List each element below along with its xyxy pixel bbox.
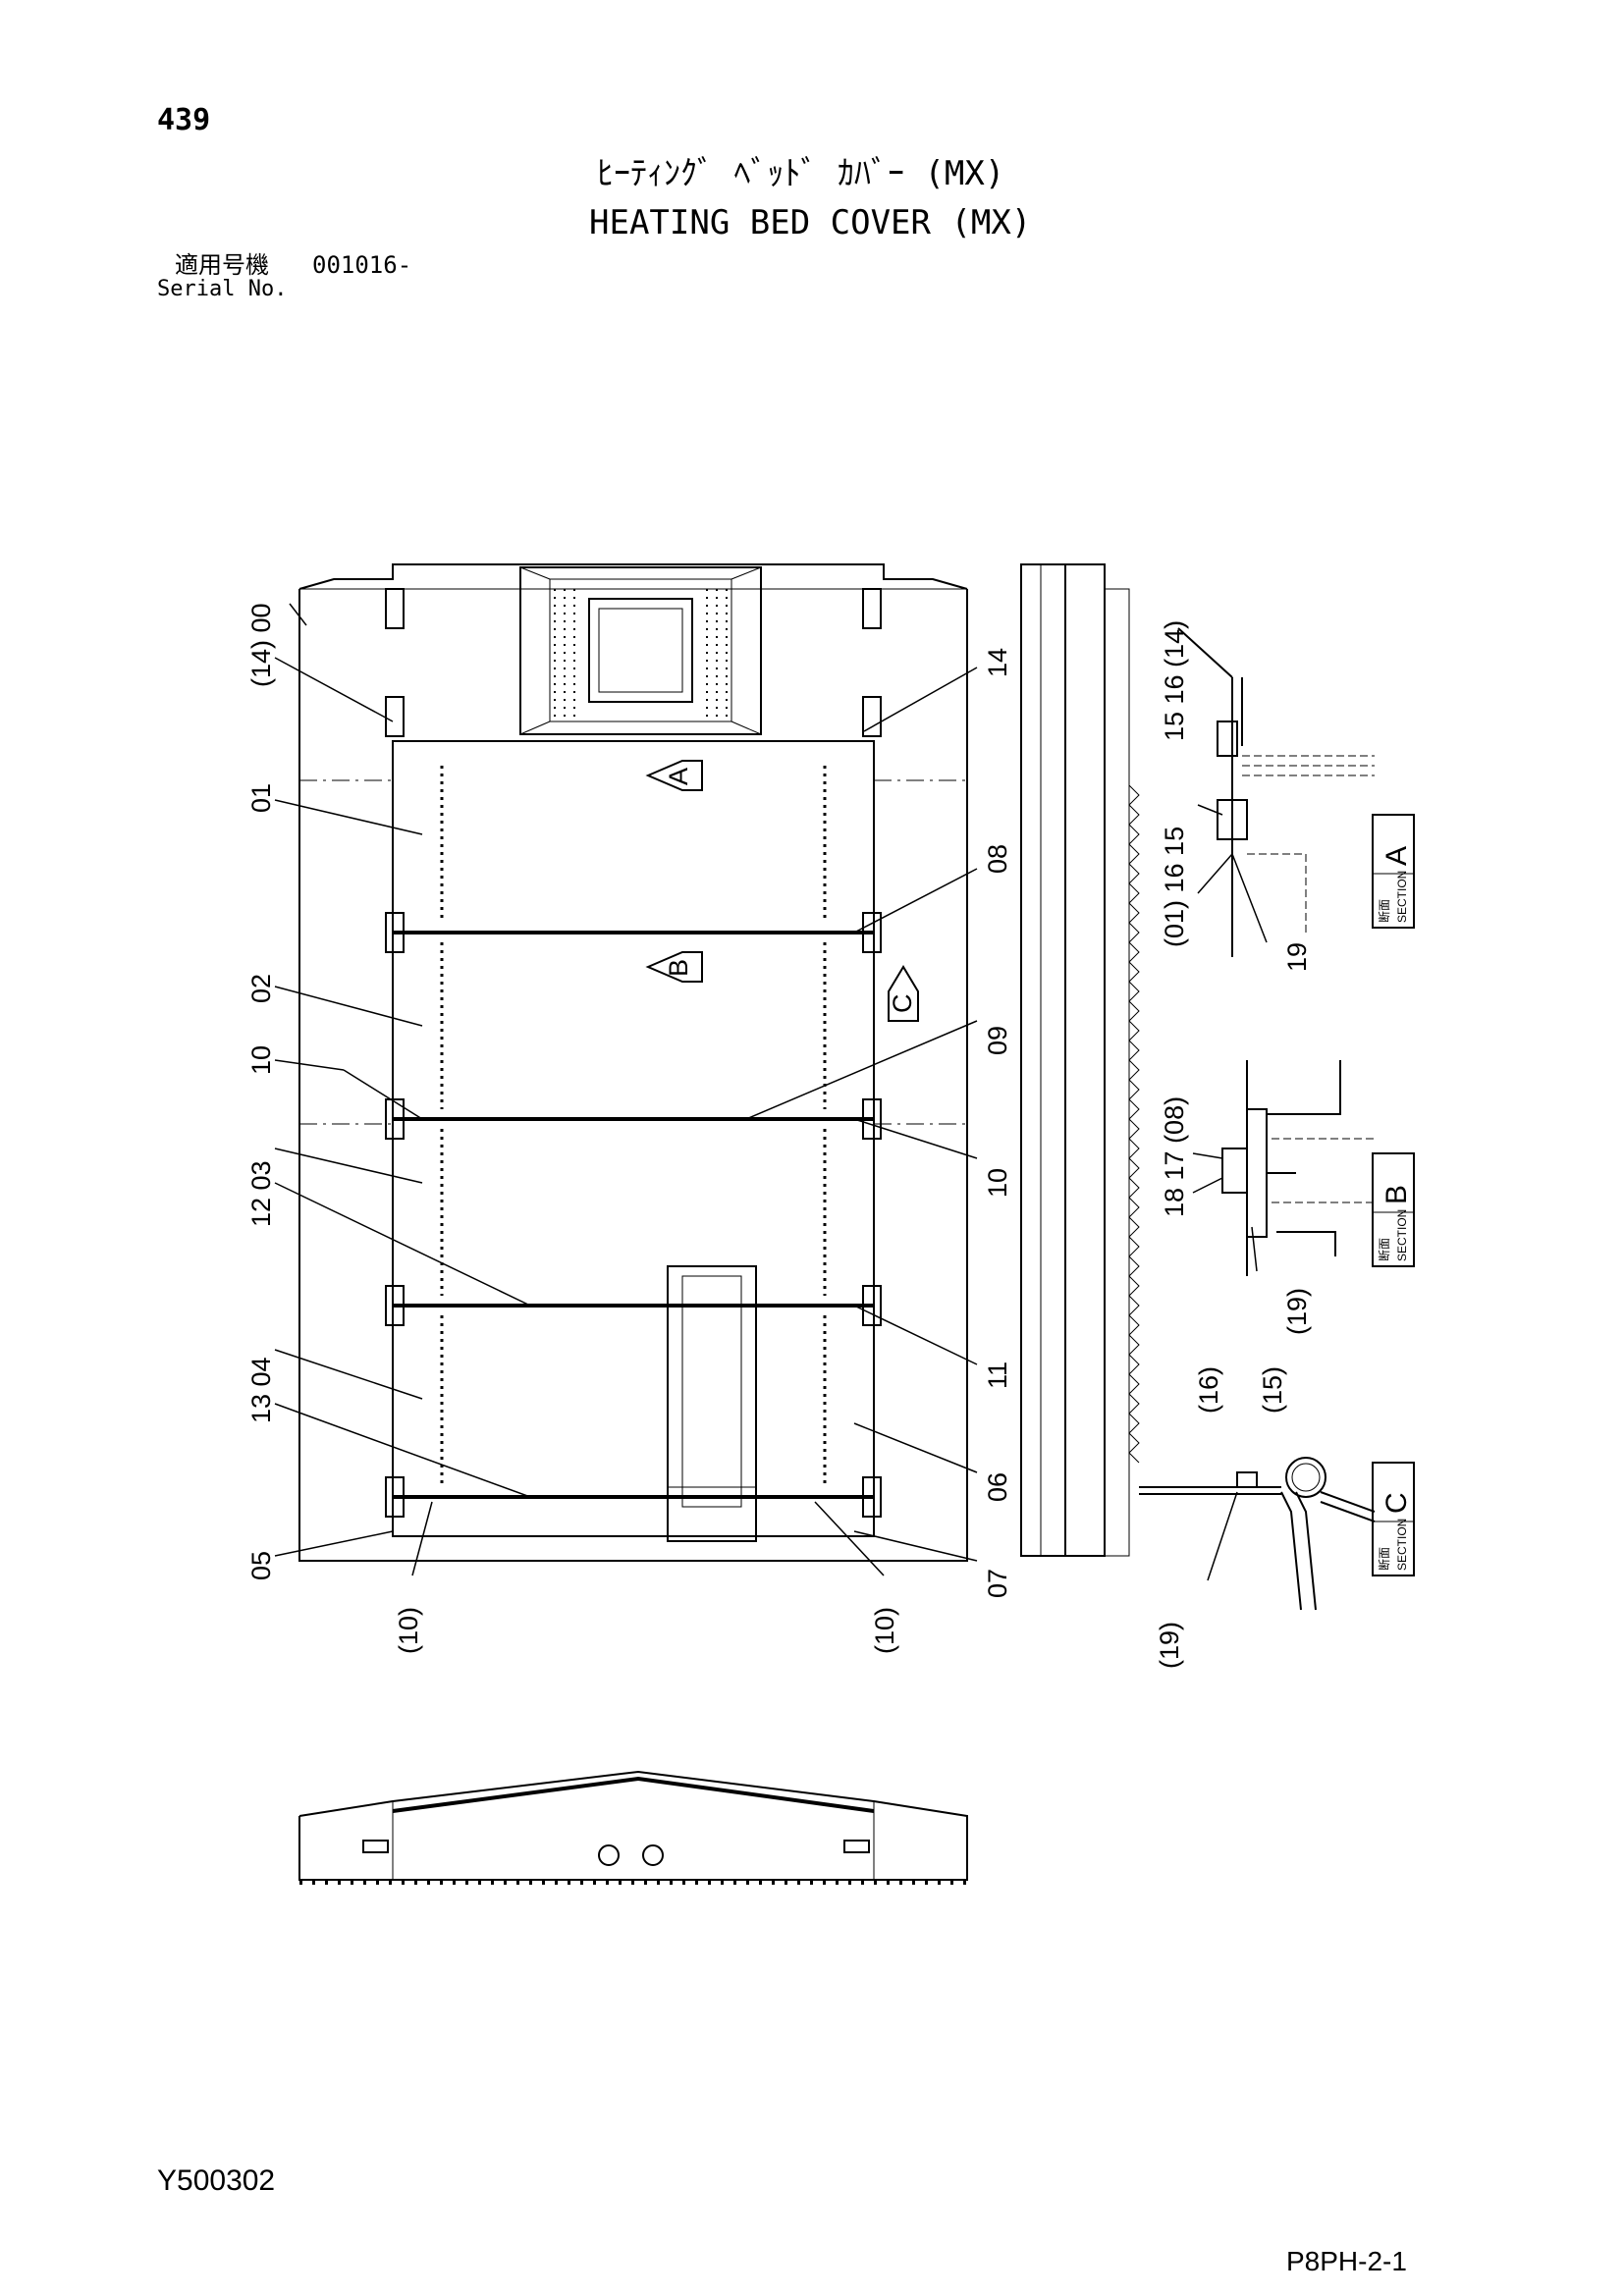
section-c-label-19: (19) <box>1155 1622 1184 1669</box>
title-japanese: ﾋｰﾃｨﾝｸﾞ ﾍﾞｯﾄﾞ ｶﾊﾞｰ (MX) <box>597 154 1005 193</box>
section-c-label-15: (15) <box>1258 1366 1287 1414</box>
callout-08: 08 <box>983 844 1012 874</box>
section-c-detail <box>1139 1457 1376 1611</box>
section-b-detail <box>1221 1060 1375 1276</box>
callout-labels: (14) 00 01 02 10 12 03 13 04 05 (10) (10… <box>246 603 1413 1669</box>
callout-07: 07 <box>983 1569 1012 1598</box>
view-arrow-b: B <box>664 959 693 977</box>
page-reference: P8PH-2-1 <box>1286 2246 1407 2276</box>
callout-10-right: 10 <box>983 1168 1012 1198</box>
callout-10-bottom-right: (10) <box>870 1607 899 1654</box>
callout-12-03: 12 03 <box>246 1160 276 1227</box>
section-c-kanji: 断面 <box>1377 1547 1391 1571</box>
page-number: 439 <box>157 103 211 137</box>
section-a-kanji: 断面 <box>1377 899 1391 923</box>
section-a-label-top: 15 16 (14) <box>1160 620 1189 741</box>
leader-lines <box>274 603 1268 1581</box>
section-b-label-top: 18 17 (08) <box>1160 1096 1189 1217</box>
section-c-word: SECTION <box>1395 1519 1409 1571</box>
view-arrow-a: A <box>664 768 693 785</box>
callout-14: 14 <box>983 648 1012 677</box>
serial-value: 001016- <box>312 251 412 279</box>
callout-10-left: 10 <box>246 1045 276 1075</box>
drawing-code: Y500302 <box>157 2164 276 2197</box>
serial-label-english: Serial No. <box>157 277 288 301</box>
callout-05: 05 <box>246 1551 276 1580</box>
section-a-word: SECTION <box>1395 871 1409 923</box>
section-c-label-16: (16) <box>1194 1366 1223 1414</box>
callout-09: 09 <box>983 1026 1012 1055</box>
section-b-word: SECTION <box>1395 1209 1409 1261</box>
callout-00: (14) 00 <box>246 603 276 687</box>
section-c-letter: C <box>1380 1492 1413 1514</box>
title-english: HEATING BED COVER (MX) <box>589 203 1032 242</box>
section-a-label-19: 19 <box>1282 942 1312 972</box>
section-b-box <box>1372 1152 1415 1267</box>
callout-11: 11 <box>983 1362 1012 1389</box>
callout-02: 02 <box>246 974 276 1003</box>
callout-10-bottom-left: (10) <box>394 1607 423 1654</box>
serial-label-japanese: 適用号機 <box>175 251 269 279</box>
callout-13-04: 13 04 <box>246 1357 276 1423</box>
section-c-box <box>1372 1462 1415 1576</box>
front-view <box>298 1770 968 1885</box>
section-label-boxes <box>1372 814 1415 1576</box>
callout-01: 01 <box>246 783 276 813</box>
section-a-detail <box>1177 627 1375 957</box>
view-arrow-c: C <box>888 994 917 1014</box>
callout-06: 06 <box>983 1472 1012 1502</box>
section-a-letter: A <box>1380 846 1413 866</box>
section-b-kanji: 断面 <box>1377 1238 1391 1261</box>
side-view <box>1020 563 1140 1557</box>
section-b-letter: B <box>1380 1185 1413 1204</box>
plan-view <box>298 563 968 1562</box>
section-a-label-mid: (01) 16 15 <box>1160 827 1189 947</box>
section-a-box <box>1372 814 1415 929</box>
section-b-label-19: (19) <box>1282 1288 1312 1335</box>
